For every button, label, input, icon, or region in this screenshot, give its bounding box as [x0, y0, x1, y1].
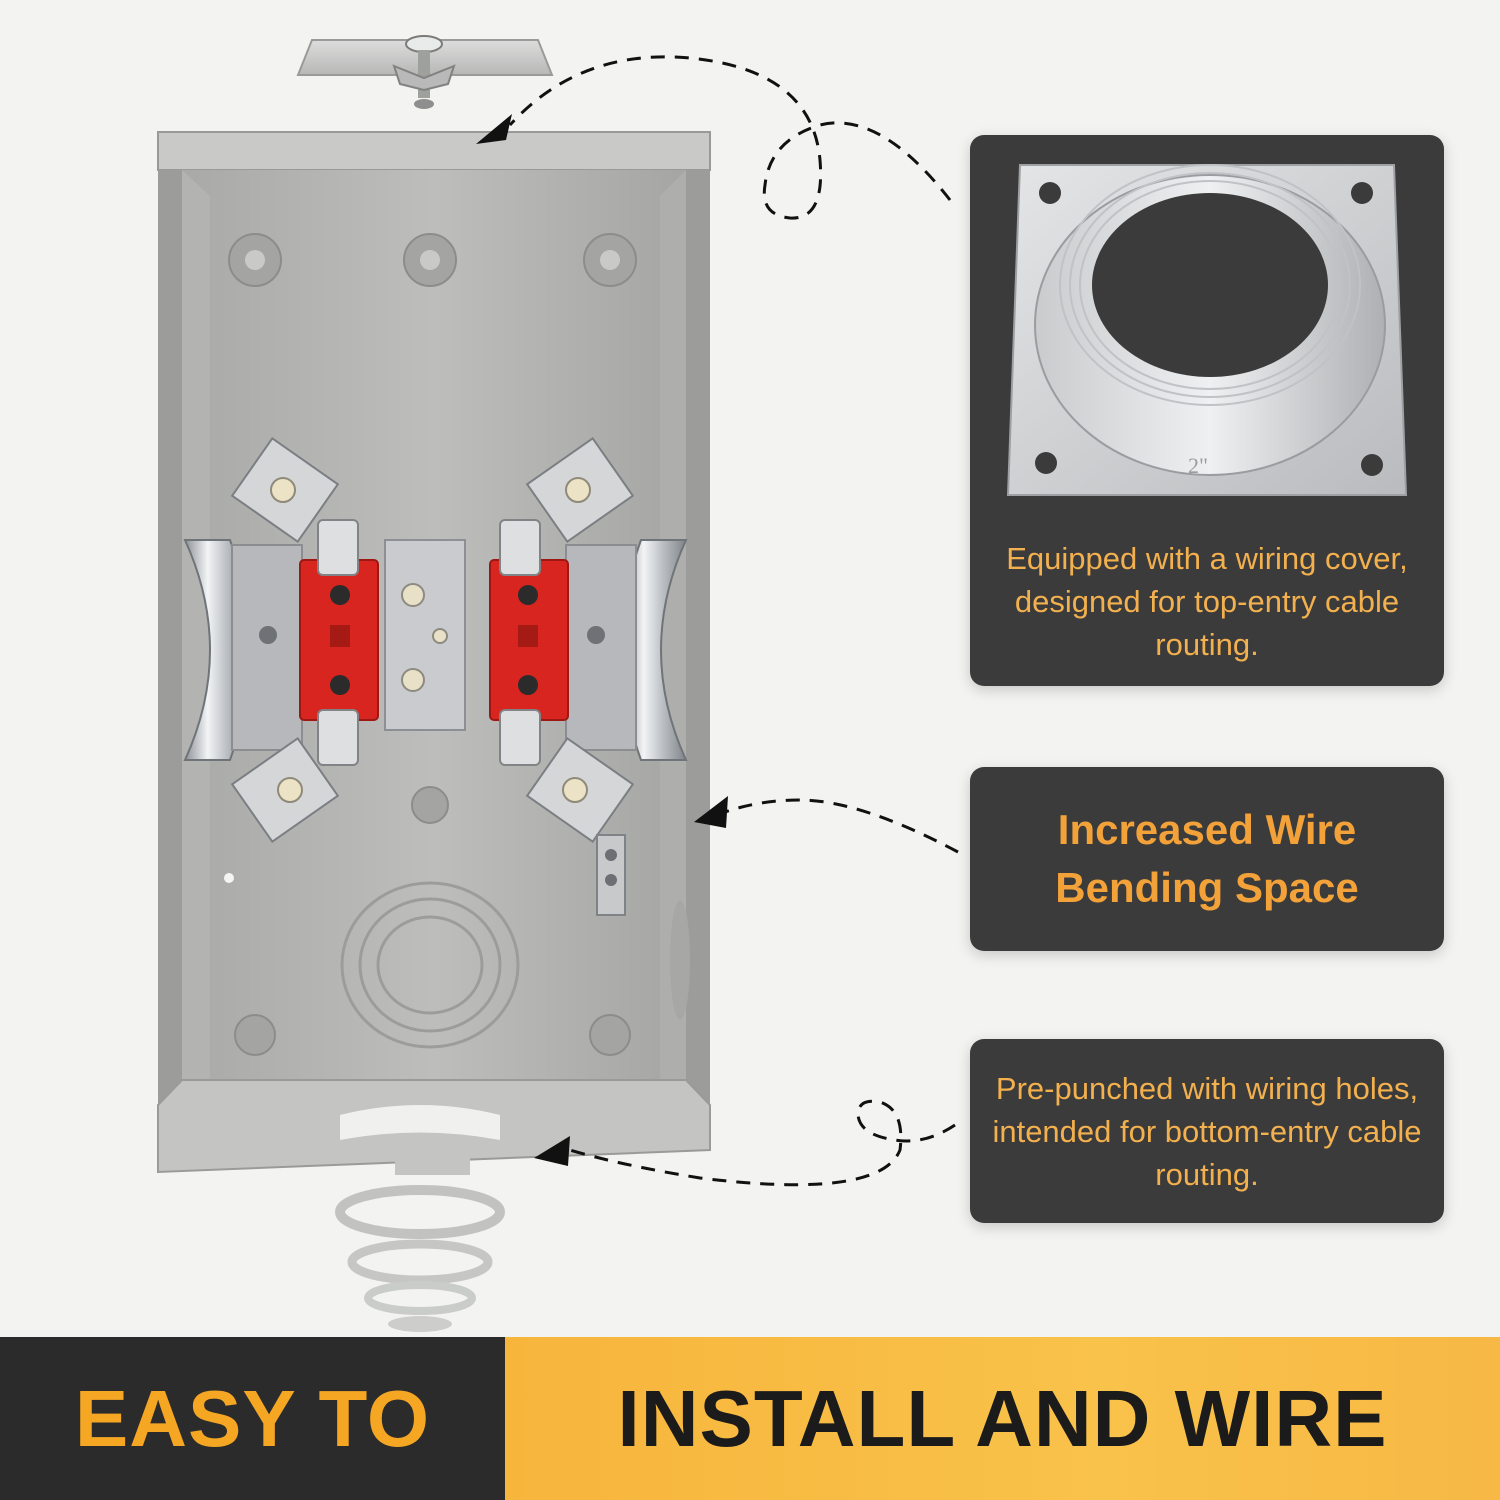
conduit-hub-illustration — [1006, 164, 1408, 496]
banner-right-text: INSTALL AND WIRE — [617, 1373, 1388, 1463]
bottom-banner: EASY TO INSTALL AND WIRE — [0, 1337, 1500, 1500]
bending-space-title-line2: Bending Space — [1055, 864, 1359, 911]
bottom-entry-description: Pre-punched with wiring holes, intended … — [992, 1070, 1422, 1192]
banner-left-text: EASY TO — [74, 1373, 431, 1463]
top-entry-description: Equipped with a wiring cover, designed f… — [1006, 541, 1408, 662]
closing-cover-illustration — [296, 35, 554, 109]
callout-card-top-entry: 2" Equipped with a wiring cover, designe… — [970, 135, 1444, 686]
dashed-arrow-icon — [476, 55, 959, 1187]
meter-socket-enclosure-illustration — [157, 35, 711, 1332]
banner-right-panel: INSTALL AND WIRE — [505, 1337, 1500, 1500]
banner-left-panel: EASY TO — [0, 1337, 505, 1500]
callout-card-bottom-entry: Pre-punched with wiring holes, intended … — [970, 1039, 1444, 1223]
knockout-rings-illustration — [335, 1185, 505, 1332]
hub-size-marking: 2" — [1188, 453, 1208, 478]
bending-space-title-line1: Increased Wire — [1057, 806, 1357, 853]
callout-card-bending-space: Increased Wire Bending Space — [970, 767, 1444, 951]
